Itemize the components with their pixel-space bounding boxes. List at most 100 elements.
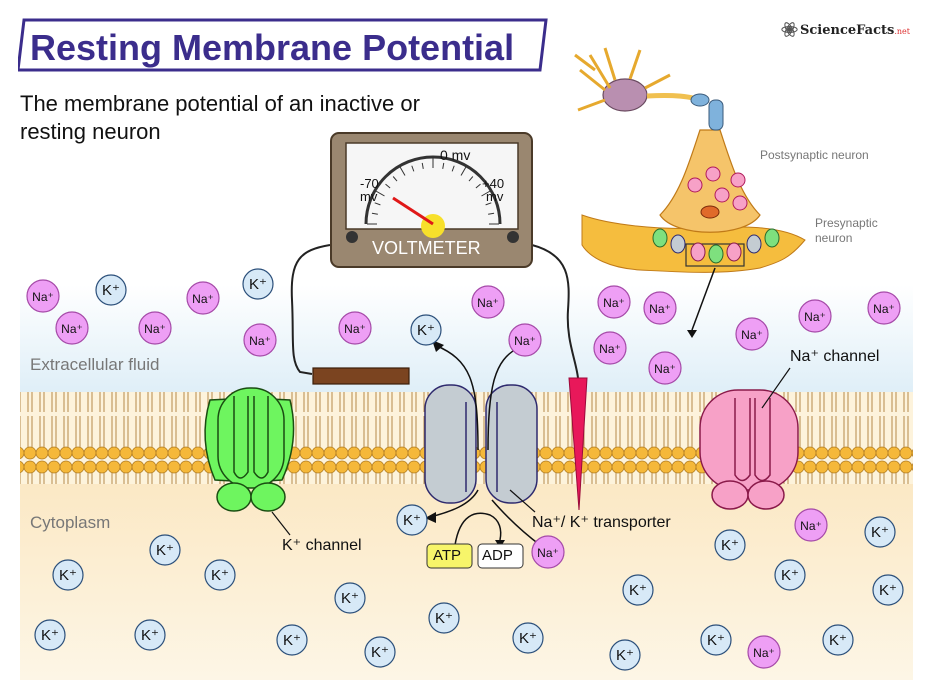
reference-electrode xyxy=(312,367,410,385)
brand-logo: ScienceFacts.net xyxy=(800,23,910,38)
ion-label: Na⁺ xyxy=(32,290,54,304)
dial-tick xyxy=(392,176,398,182)
ion-label: K⁺ xyxy=(629,582,647,599)
ion-label: K⁺ xyxy=(41,627,59,644)
k-ion: K⁺ xyxy=(149,534,181,566)
ion-label: K⁺ xyxy=(403,512,421,529)
dial-tick xyxy=(451,165,455,172)
dial-tick xyxy=(475,183,481,189)
na-ion: Na⁺ xyxy=(643,291,677,325)
k-ion: K⁺ xyxy=(700,624,732,656)
extracellular-label: Extracellular fluid xyxy=(30,355,160,374)
dial-tick xyxy=(421,162,424,169)
subtitle: The membrane potential of an inactive or… xyxy=(20,91,420,144)
brand-suffix: .net xyxy=(894,27,910,36)
k-influx-arrow xyxy=(434,344,479,451)
k-ion: K⁺ xyxy=(410,314,442,346)
ion-label: Na⁺ xyxy=(654,362,676,376)
ion-label: Na⁺ xyxy=(192,292,214,306)
ion-label: K⁺ xyxy=(879,582,897,599)
na-ion: Na⁺ xyxy=(186,281,220,315)
k-ion: K⁺ xyxy=(774,559,806,591)
ion-label: Na⁺ xyxy=(514,334,536,348)
adp-box xyxy=(477,543,524,569)
na-ion: Na⁺ xyxy=(735,317,769,351)
na-ion: Na⁺ xyxy=(55,311,89,345)
ion-label: Na⁺ xyxy=(249,334,271,348)
k-ion: K⁺ xyxy=(872,574,904,606)
ion-label: Na⁺ xyxy=(800,519,822,533)
ion-label: K⁺ xyxy=(417,322,435,339)
ion-label: K⁺ xyxy=(781,567,799,584)
ion-label: K⁺ xyxy=(435,610,453,627)
transporter-label: Na⁺/ K⁺ transporter xyxy=(532,514,671,531)
na-ion: Na⁺ xyxy=(243,323,277,357)
k-channel-label: K⁺ channel xyxy=(282,537,362,554)
na-ion: Na⁺ xyxy=(338,311,372,345)
k-ion: K⁺ xyxy=(396,504,428,536)
cytoplasm-label: Cytoplasm xyxy=(30,513,111,532)
voltmeter-pos-label: +40 xyxy=(482,176,505,191)
atp-label: ATP xyxy=(433,547,462,564)
na-ion: Na⁺ xyxy=(593,331,627,365)
ion-label: Na⁺ xyxy=(804,310,826,324)
voltmeter-wire-right xyxy=(531,244,579,379)
k-channel-leader xyxy=(271,511,291,536)
k-ion: K⁺ xyxy=(609,639,641,671)
na-ion: Na⁺ xyxy=(648,351,682,385)
na-ion: Na⁺ xyxy=(867,291,901,325)
k-ion: K⁺ xyxy=(864,516,896,548)
na-efflux-arrow xyxy=(487,347,519,451)
k-ion: K⁺ xyxy=(512,622,544,654)
voltmeter-label: VOLTMETER xyxy=(372,238,481,258)
adp-label: ADP xyxy=(482,547,513,564)
brand-name: ScienceFacts xyxy=(800,23,895,38)
dial-tick xyxy=(385,183,391,189)
ion-label: K⁺ xyxy=(871,524,889,541)
dial-tick xyxy=(468,176,474,182)
ion-label: Na⁺ xyxy=(753,646,775,660)
dial-tick xyxy=(375,190,385,197)
ion-label: Na⁺ xyxy=(741,328,763,342)
na-ion: Na⁺ xyxy=(794,508,828,542)
synapse-arrowhead xyxy=(687,330,697,338)
k-ion: K⁺ xyxy=(822,624,854,656)
ion-label: K⁺ xyxy=(707,632,725,649)
ion-label: K⁺ xyxy=(211,567,229,584)
ion-label: Na⁺ xyxy=(61,322,83,336)
voltmeter-left-knob xyxy=(346,231,358,243)
ion-label: K⁺ xyxy=(102,282,120,299)
voltmeter-wire-left xyxy=(290,244,331,375)
voltmeter-neg-label: -70 xyxy=(360,176,379,191)
k-exit-arrowhead xyxy=(425,512,436,523)
ion-label: K⁺ xyxy=(829,632,847,649)
k-ion: K⁺ xyxy=(34,619,66,651)
voltmeter-neg-unit: mv xyxy=(360,189,378,204)
dial-tick xyxy=(374,202,381,206)
dial-tick xyxy=(481,190,491,197)
k-ion: K⁺ xyxy=(428,602,460,634)
ion-label: Na⁺ xyxy=(603,296,625,310)
ion-label: Na⁺ xyxy=(537,546,559,560)
na-ion: Na⁺ xyxy=(138,311,172,345)
k-ion: K⁺ xyxy=(364,636,396,668)
ion-label: K⁺ xyxy=(721,537,739,554)
voltmeter-needle xyxy=(392,196,434,226)
na-channel-leader xyxy=(761,367,791,409)
ion-label: Na⁺ xyxy=(144,322,166,336)
na-entry-arrow xyxy=(491,499,541,546)
ion-label: Na⁺ xyxy=(477,296,499,310)
k-ion: K⁺ xyxy=(622,574,654,606)
k-ion: K⁺ xyxy=(334,582,366,614)
na-channel xyxy=(699,389,799,510)
recording-microelectrode xyxy=(568,377,588,511)
transporter-leader xyxy=(509,489,536,513)
na-ion: Na⁺ xyxy=(798,299,832,333)
voltmeter xyxy=(330,132,533,268)
na-ion: Na⁺ xyxy=(597,285,631,319)
dial-tick xyxy=(488,212,495,215)
k-channel xyxy=(204,387,295,512)
k-ion: K⁺ xyxy=(204,559,236,591)
dial-tick xyxy=(411,165,415,172)
